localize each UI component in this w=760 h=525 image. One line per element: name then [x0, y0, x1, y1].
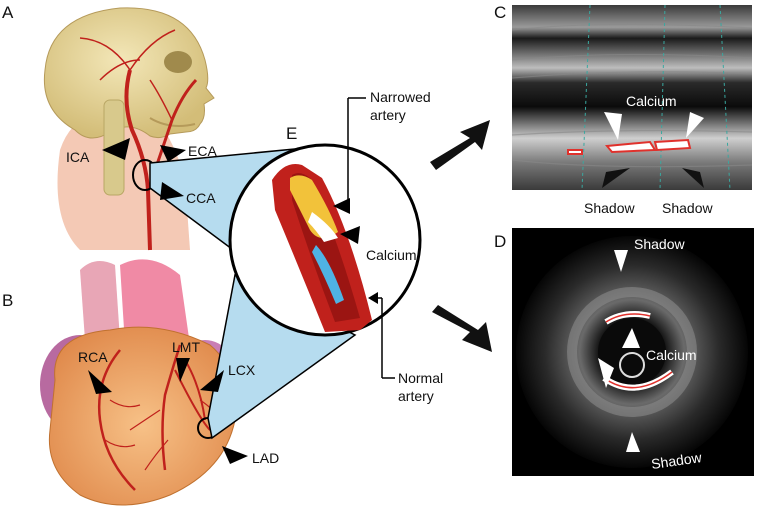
lmt-vessel — [161, 344, 182, 471]
small-vessels — [104, 399, 221, 471]
ivus-calcium-arrow-bottom — [598, 358, 614, 388]
us-shadow-arrow-left — [602, 168, 630, 188]
arrow-lmt — [176, 358, 190, 382]
panel-label-c: C — [494, 3, 506, 22]
us-shadow-arrow-right — [682, 168, 704, 188]
label-artery-calcium: Calcium — [366, 247, 417, 263]
calcium-core — [308, 212, 338, 242]
panel-label-d: D — [494, 232, 506, 251]
pulmonary-trunk — [120, 259, 190, 345]
arrow-lcx — [200, 370, 224, 392]
arrow-ica — [102, 138, 130, 160]
calcium-outline — [605, 138, 692, 154]
us-calcium-arrow-right — [686, 112, 704, 138]
ivus-catheter — [619, 352, 645, 378]
calcium-plaque — [290, 175, 338, 239]
artery-zoom — [228, 97, 422, 379]
ivus-calcium-bottom-outline — [603, 371, 673, 389]
label-ica: ICA — [66, 149, 90, 165]
guide-line-3 — [719, 4, 731, 191]
panel-label-b: B — [2, 291, 13, 310]
guide-line-2 — [659, 4, 666, 191]
carotid-artery-left — [124, 69, 152, 251]
label-ivus-shadow-bottom: Shadow — [650, 449, 703, 472]
narrowed-arrow — [333, 198, 350, 214]
ivus-shadow-arrow-bottom — [626, 432, 640, 452]
lcx-vessel — [184, 359, 206, 421]
label-normal-artery-2: artery — [398, 388, 434, 404]
calcium-arrow — [340, 226, 360, 244]
arrow-lad — [222, 446, 248, 464]
ivus-image — [512, 228, 754, 476]
label-narrowed-artery-1: Narrowed — [370, 89, 431, 105]
us-calcium-arrow-left — [604, 112, 622, 140]
ultrasound-frame — [512, 5, 752, 190]
label-rca: RCA — [78, 349, 108, 365]
ivus-calcium-top-outline — [605, 313, 651, 323]
ultrasound-image — [511, 4, 753, 191]
normal-arrow — [368, 292, 378, 304]
lumen — [312, 245, 344, 304]
label-lad: LAD — [252, 450, 279, 466]
label-us-shadow-right: Shadow — [662, 200, 713, 216]
skull-vessels — [79, 29, 176, 121]
panel-label-e: E — [286, 124, 297, 143]
label-eca: ECA — [188, 143, 217, 159]
calcium-outline-left — [567, 149, 583, 155]
eye-socket — [164, 51, 192, 73]
label-lmt: LMT — [172, 339, 200, 355]
arrow-cca — [160, 182, 184, 200]
panel-label-a: A — [2, 3, 14, 22]
ivus-calcium-arrow-top — [622, 328, 640, 348]
zoom-wedge-heart — [207, 273, 357, 440]
arrow-rca — [88, 370, 112, 394]
label-cca: CCA — [186, 190, 216, 206]
ivus-mid-ring — [567, 287, 697, 417]
label-us-shadow-left: Shadow — [584, 200, 635, 216]
ultrasound-texture — [511, 23, 753, 168]
guide-line-1 — [581, 4, 591, 191]
label-normal-artery-1: Normal — [398, 370, 443, 386]
arrow-to-ultrasound — [430, 120, 490, 170]
label-lcx: LCX — [228, 362, 256, 378]
label-ivus-shadow-top: Shadow — [634, 236, 685, 252]
ivus-shadow-arrow-top — [614, 250, 628, 272]
aorta — [80, 261, 120, 340]
label-us-calcium: Calcium — [626, 93, 677, 109]
arrow-to-ivus — [432, 305, 492, 352]
label-narrowed-artery-2: artery — [370, 107, 406, 123]
label-ivus-calcium: Calcium — [646, 347, 697, 363]
arrow-eca — [160, 145, 186, 162]
rca-vessel — [98, 349, 136, 491]
